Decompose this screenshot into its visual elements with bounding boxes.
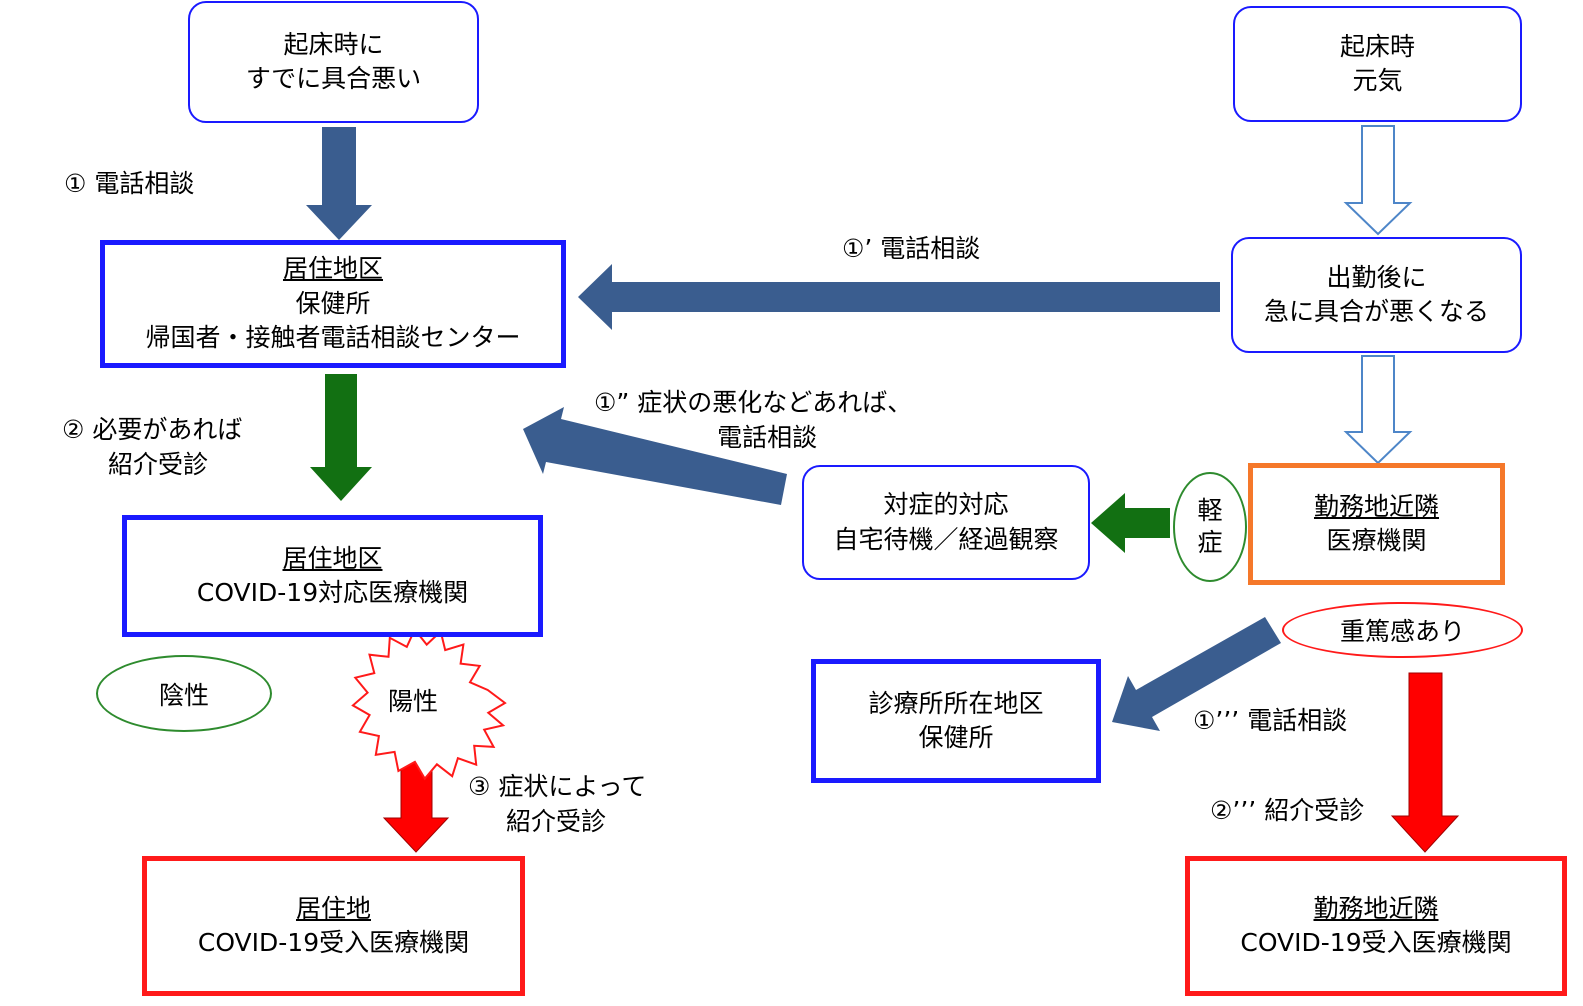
arrow-clinic-to-clinic-health-center bbox=[1112, 617, 1281, 731]
work-clinic-line-1: 医療機関 bbox=[1326, 526, 1427, 555]
health-center-box: 居住地区 保健所 帰国者・接触者電話相談センター bbox=[100, 240, 566, 368]
mild-badge-char-2: 症 bbox=[1197, 528, 1223, 557]
wake-fine-line-2: 元気 bbox=[1352, 66, 1403, 95]
clinic-health-center-line-2: 保健所 bbox=[918, 723, 994, 752]
arrow-positive-to-home-hospital bbox=[382, 755, 450, 853]
arrow-clinic-to-work-hospital bbox=[1390, 672, 1460, 853]
home-hospital-box: 居住地 COVID-19受入医療機関 bbox=[142, 856, 525, 996]
home-hospital-title: 居住地 bbox=[295, 893, 371, 923]
work-clinic-box: 勤務地近隣 医療機関 bbox=[1248, 463, 1505, 585]
positive-starburst-shape bbox=[351, 627, 507, 781]
health-center-line-1: 保健所 bbox=[295, 288, 371, 318]
arrow-clinic-to-care bbox=[1091, 493, 1170, 553]
step3-line-1: ③ 症状によって bbox=[468, 772, 647, 801]
step1-label: ① 電話相談 bbox=[64, 169, 195, 198]
covid-clinic-box: 居住地区 COVID-19対応医療機関 bbox=[122, 515, 543, 637]
step3-label: ③ 症状によって 紹介受診 bbox=[468, 770, 646, 839]
arrow-sudden-to-health-center bbox=[578, 264, 1220, 330]
arrow-wake-to-health-center bbox=[306, 127, 372, 240]
sudden-sick-line-2: 急に具合が悪くなる bbox=[1263, 297, 1489, 326]
step2-tprime-label: ②’’’ 紹介受診 bbox=[1210, 796, 1365, 825]
symptomatic-care-box: 対症的対応 自宅待機／経過観察 bbox=[802, 465, 1090, 580]
work-hospital-box: 勤務地近隣 COVID-19受入医療機関 bbox=[1185, 856, 1567, 996]
symptomatic-care-line-2: 自宅待機／経過観察 bbox=[833, 524, 1059, 554]
work-hospital-line-1: COVID-19受入医療機関 bbox=[1240, 928, 1512, 957]
step1-tprime-label: ①’’’ 電話相談 bbox=[1193, 706, 1348, 735]
step1-dprime-line-1: ①” 症状の悪化などあれば、 bbox=[594, 388, 913, 417]
mild-badge-char-1: 軽 bbox=[1197, 495, 1223, 525]
work-clinic-title: 勤務地近隣 bbox=[1313, 491, 1439, 521]
clinic-health-center-line-1: 診療所所在地区 bbox=[868, 688, 1044, 718]
severe-badge-label: 重篤感あり bbox=[1339, 617, 1465, 646]
arrow-health-center-to-covid-clinic bbox=[310, 374, 372, 501]
wake-fine-line-1: 起床時 bbox=[1339, 31, 1415, 61]
covid-clinic-title: 居住地区 bbox=[282, 543, 383, 573]
wake-fine-box: 起床時 元気 bbox=[1233, 6, 1522, 122]
step1-prime-label: ①’ 電話相談 bbox=[842, 234, 981, 263]
covid-clinic-line-1: COVID-19対応医療機関 bbox=[196, 578, 469, 607]
wake-sick-box: 起床時に すでに具合悪い bbox=[188, 1, 479, 123]
arrow-wake-fine-to-sudden bbox=[1343, 125, 1413, 236]
health-center-line-2: 帰国者・接触者電話相談センター bbox=[145, 323, 521, 353]
mild-badge: 軽 症 bbox=[1173, 472, 1247, 582]
step2-line-1: ② 必要があれば bbox=[62, 415, 243, 444]
wake-sick-line-1: 起床時に bbox=[283, 29, 384, 59]
sudden-sick-line-1: 出勤後に bbox=[1326, 262, 1427, 292]
step1-dprime-line-2: 電話相談 bbox=[717, 422, 818, 452]
step2-line-2: 紹介受診 bbox=[108, 449, 209, 479]
negative-badge: 陰性 bbox=[96, 655, 272, 732]
positive-badge-label: 陽性 bbox=[388, 687, 439, 716]
symptomatic-care-line-1: 対症的対応 bbox=[883, 490, 1009, 519]
negative-badge-label: 陰性 bbox=[158, 680, 209, 710]
severe-badge: 重篤感あり bbox=[1282, 602, 1523, 658]
work-hospital-title: 勤務地近隣 bbox=[1313, 893, 1439, 923]
arrow-care-to-health-center bbox=[523, 407, 787, 505]
home-hospital-line-1: COVID-19受入医療機関 bbox=[197, 928, 470, 957]
sudden-sick-box: 出勤後に 急に具合が悪くなる bbox=[1231, 237, 1522, 353]
health-center-title: 居住地区 bbox=[282, 254, 383, 284]
wake-sick-line-2: すでに具合悪い bbox=[245, 64, 422, 93]
step3-line-2: 紹介受診 bbox=[506, 806, 607, 836]
step1-dprime-label: ①” 症状の悪化などあれば、 電話相談 bbox=[594, 386, 912, 455]
arrow-sudden-to-work-clinic bbox=[1343, 355, 1413, 465]
step2-label: ② 必要があれば 紹介受診 bbox=[62, 413, 242, 482]
clinic-health-center-box: 診療所所在地区 保健所 bbox=[811, 659, 1101, 783]
